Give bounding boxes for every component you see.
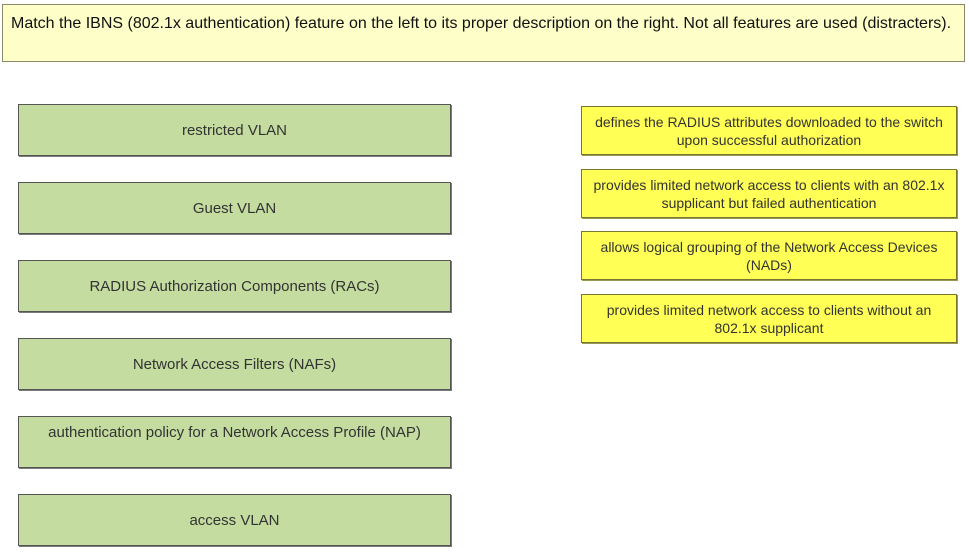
feature-guest-vlan[interactable]: Guest VLAN [18,182,451,234]
description-no-supplicant[interactable]: provides limited network access to clien… [581,294,957,343]
feature-radius-authorization-components[interactable]: RADIUS Authorization Components (RACs) [18,260,451,312]
feature-restricted-vlan[interactable]: restricted VLAN [18,104,451,156]
feature-access-vlan[interactable]: access VLAN [18,494,451,546]
question-prompt: Match the IBNS (802.1x authentication) f… [2,4,965,62]
description-radius-attributes[interactable]: defines the RADIUS attributes downloaded… [581,106,957,155]
feature-network-access-filters[interactable]: Network Access Filters (NAFs) [18,338,451,390]
feature-authentication-policy-nap[interactable]: authentication policy for a Network Acce… [18,416,451,468]
description-logical-grouping-nads[interactable]: allows logical grouping of the Network A… [581,231,957,280]
description-failed-authentication[interactable]: provides limited network access to clien… [581,169,957,218]
